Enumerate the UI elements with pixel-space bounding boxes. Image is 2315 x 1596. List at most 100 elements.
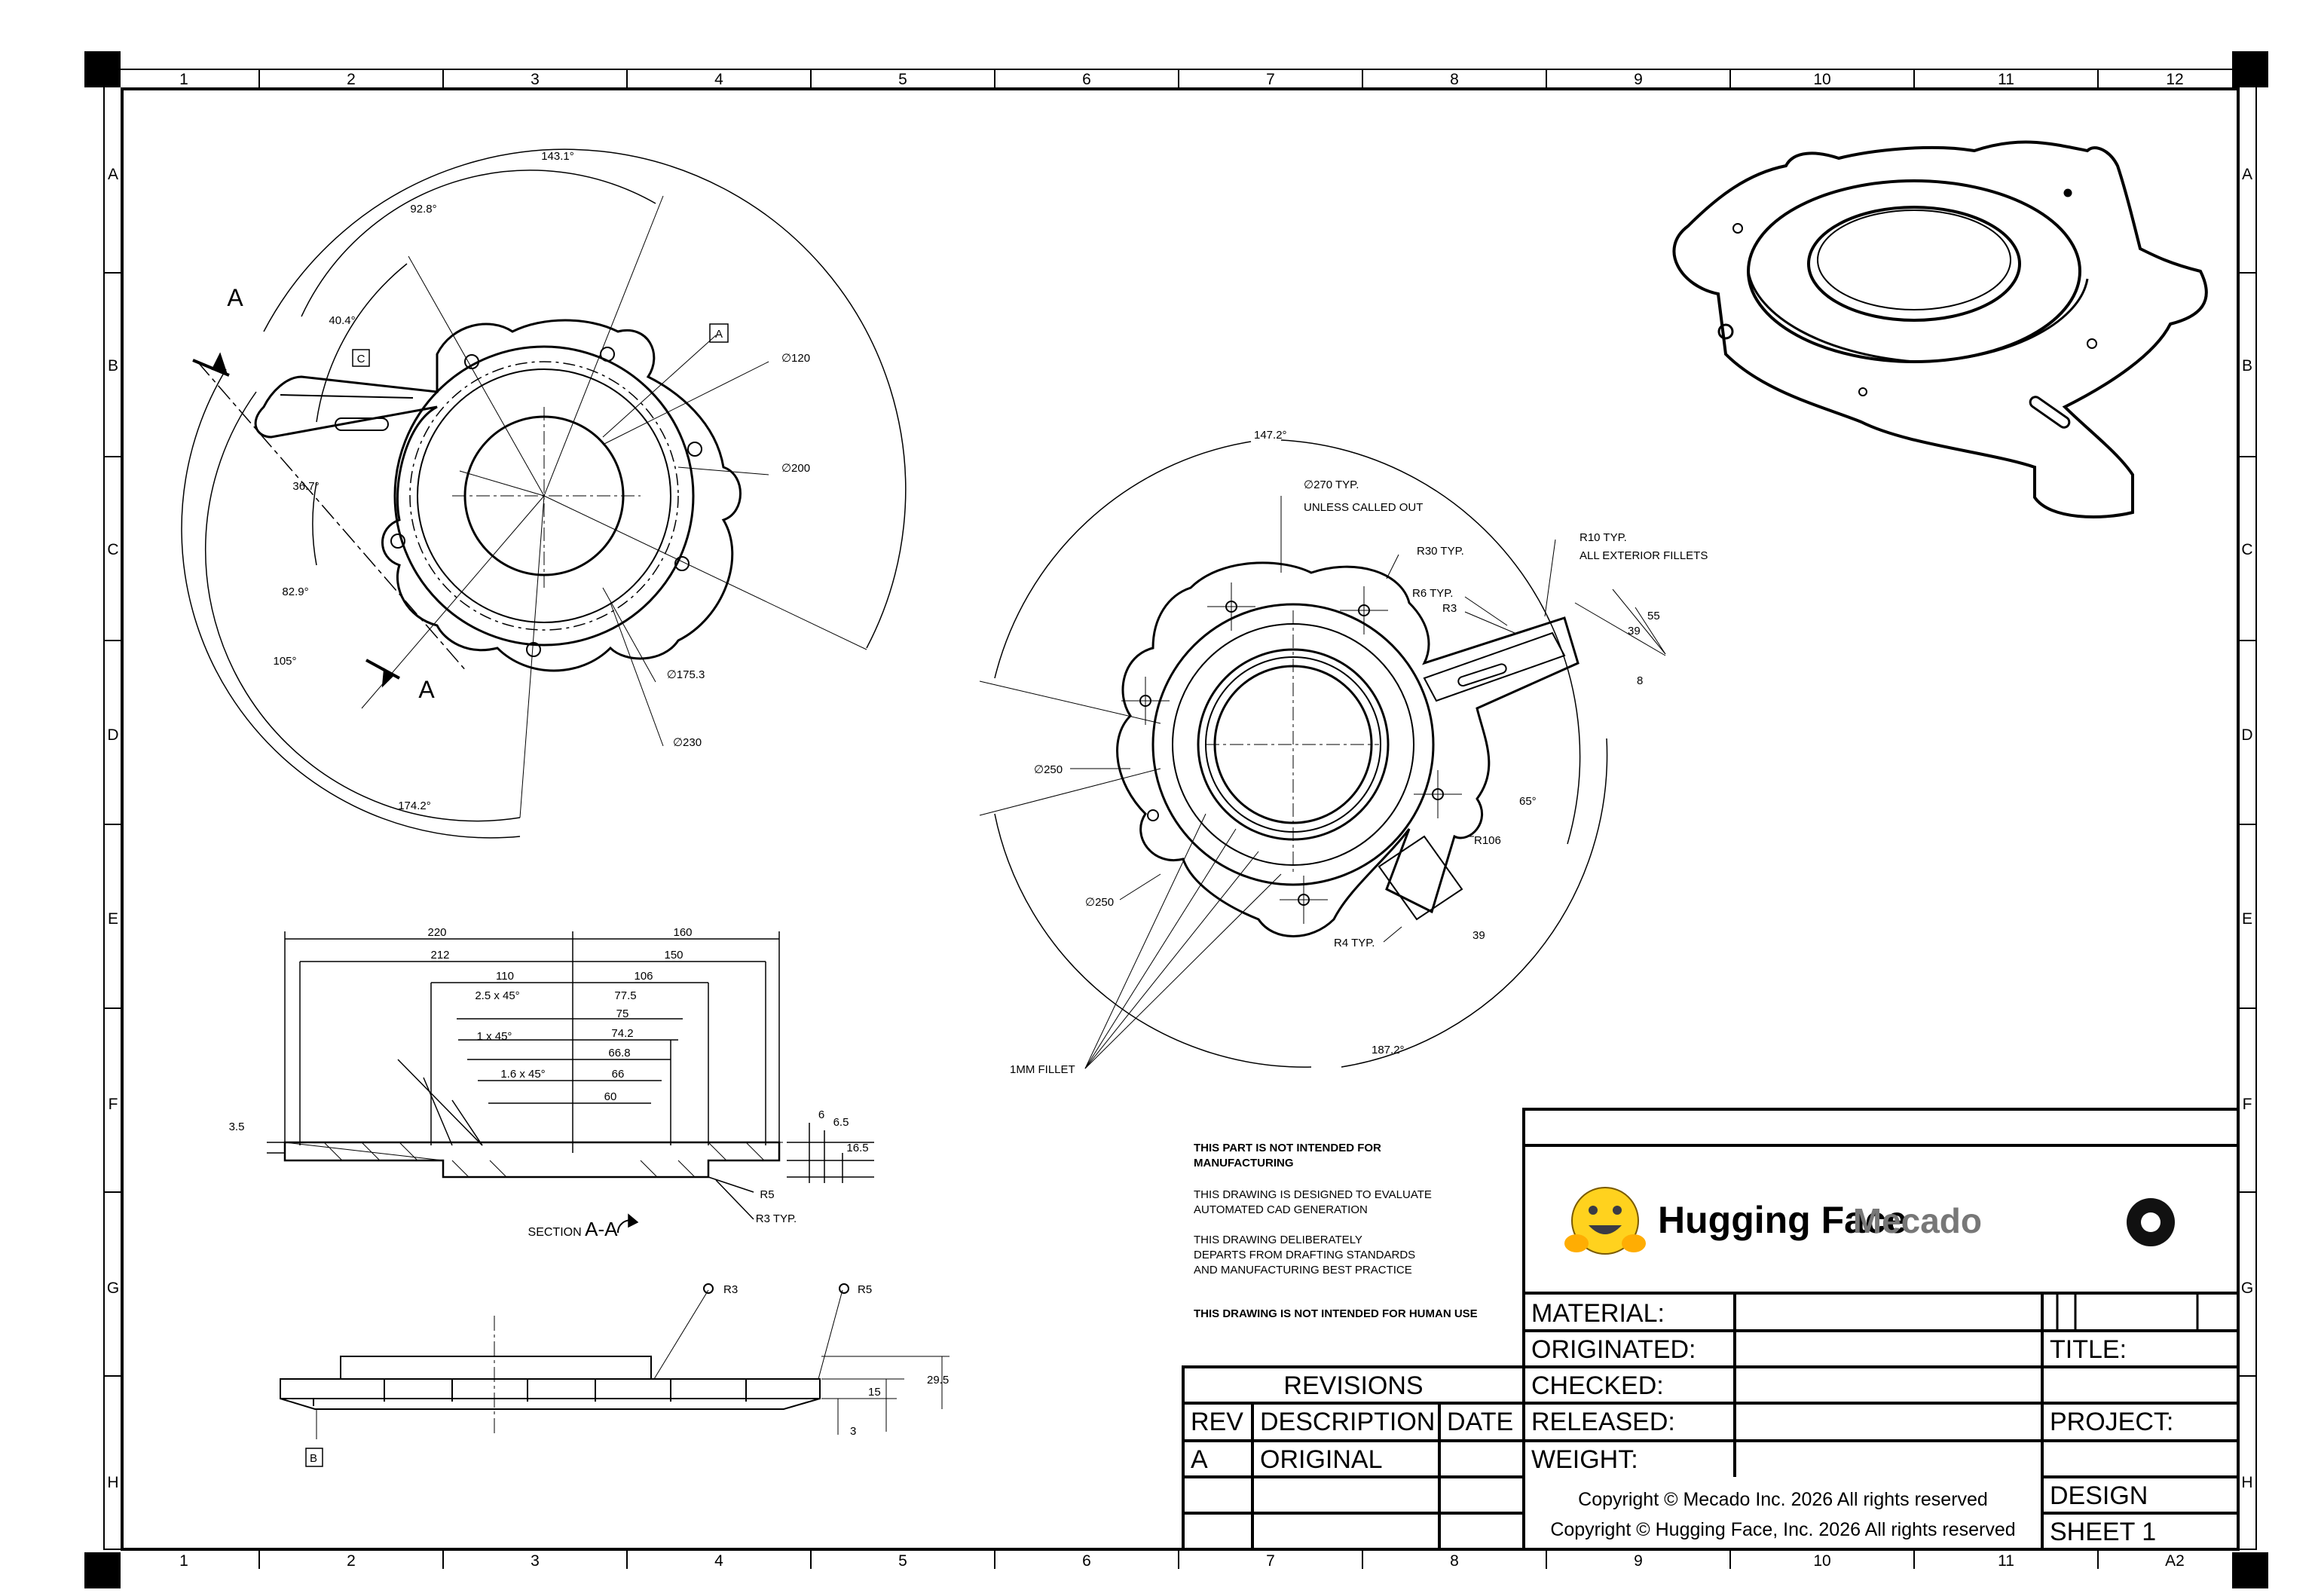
note-fillet: 1MM FILLET [1010,1063,1075,1076]
copyright-mecado: Copyright © Mecado Inc. 2026 All rights … [1578,1489,1988,1510]
col-label: 9 [1634,71,1643,88]
dim-212: 212 [430,949,449,962]
row-label: G [2241,1280,2253,1297]
sheet-label: SHEET 1 [2050,1518,2156,1546]
chamfer-1-6: 1.6 x 45° [500,1068,545,1081]
disclaimer-notes: THIS PART IS NOT INTENDED FOR MANUFACTUR… [1194,1142,1381,1169]
front-view [181,148,907,839]
dim-39a: 39 [1628,625,1641,637]
row-label: H [107,1474,118,1491]
note-r4: R4 TYP. [1334,937,1375,949]
col-label: 1 [179,1552,188,1570]
dim-110: 110 [496,970,514,983]
section-view [267,931,874,1234]
dim-36: 36.7° [292,480,319,493]
copyright-hf: Copyright © Hugging Face, Inc. 2026 All … [1550,1519,2015,1540]
dim-220: 220 [427,926,446,939]
col-label: 8 [1450,71,1459,88]
datum-b: B [310,1452,317,1465]
hugging-face-wordmark: Hugging Face [1658,1199,1907,1241]
angle-65: 65° [1519,795,1537,808]
col-label: 7 [1266,1552,1275,1570]
datum-c: C [357,353,365,365]
col-label: 6 [1082,1552,1091,1570]
weight-label: WEIGHT: [1531,1445,1638,1474]
note-r10: R10 TYP. [1580,531,1627,544]
datum-a: A [715,328,723,341]
col-label: 4 [714,71,723,88]
description-col: DESCRIPTION [1260,1408,1435,1436]
radius-r3: R3 TYP. [756,1212,797,1225]
dim-105: 105° [273,655,296,668]
mecado-logo: Mecado [1853,1198,2175,1246]
col-label: 6 [1082,71,1091,88]
section-caption-letters: A-A [585,1218,618,1240]
dim-3: 3 [850,1425,856,1438]
design-label: DESIGN [2050,1481,2148,1510]
col-label: 9 [1634,1552,1643,1570]
col-label: 1 [179,71,188,88]
dim-6-5: 6.5 [833,1116,849,1129]
row-label: E [108,910,118,928]
col-label: 11 [1998,71,2014,88]
note-r30: R30 TYP. [1417,545,1464,558]
section-caption-prefix: SECTION [528,1226,582,1239]
disclaimer-line: THIS DRAWING DELIBERATELY [1194,1234,1362,1246]
note-r6: R6 TYP. [1412,587,1453,600]
title-block [1182,1108,2240,1551]
col-label: 7 [1266,71,1275,88]
row-label: D [2241,726,2252,744]
section-labels: 220 160 212 150 110 106 77.5 75 74.2 66.… [229,926,869,1240]
rev-value: A [1191,1445,1208,1474]
isometric-view [1672,140,2208,518]
title-block-labels: MATERIAL: ORIGINATED: CHECKED: RELEASED:… [1531,1299,2173,1546]
radius-r5: R5 [760,1188,774,1201]
corner-marks [84,51,2268,1588]
row-label: B [2242,357,2252,375]
chamfer-1: 1 x 45° [477,1030,512,1043]
copyright: Copyright © Mecado Inc. 2026 All rights … [1550,1489,2015,1540]
zone-ticks [104,69,2256,1569]
row-label: H [2241,1474,2252,1491]
dia250-a: ∅250 [1034,763,1063,776]
angle-187: 187.2° [1372,1044,1405,1056]
dia250-b: ∅250 [1085,896,1114,909]
column-labels: 1 2 3 4 5 6 7 8 9 10 11 12 1 2 3 4 5 6 7… [179,71,2185,1570]
released-label: RELEASED: [1531,1408,1675,1436]
front-view-labels: 143.1° 92.8° 40.4° 36.7° 82.9° 105° 174.… [227,150,810,812]
dim-66: 66 [612,1068,625,1081]
row-label: A [2242,166,2252,183]
rev-col: REV [1191,1408,1243,1436]
material-label: MATERIAL: [1531,1299,1665,1328]
section-marker: A [418,676,435,703]
row-label: F [2243,1096,2252,1113]
date-col: DATE [1447,1408,1513,1436]
section-marker: A [227,284,243,311]
dim-dia200: ∅200 [781,462,810,475]
disclaimer-notes-2: THIS DRAWING IS DESIGNED TO EVALUATE AUT… [1194,1188,1432,1276]
dim-74-2: 74.2 [611,1027,633,1040]
row-label: C [2241,541,2252,558]
radius-r106: R106 [1474,834,1501,847]
dim-29-5: 29.5 [927,1374,949,1387]
note-r3: R3 [1442,602,1457,615]
row-label: D [107,726,118,744]
dim-dia230: ∅230 [673,736,702,749]
title-label: TITLE: [2050,1335,2127,1364]
side-view-labels: R3 R5 29.5 15 3 B [310,1283,949,1465]
disclaimer-line: AND MANUFACTURING BEST PRACTICE [1194,1264,1412,1276]
row-label: A [108,166,118,183]
dim-106: 106 [634,970,653,983]
dim-15: 15 [868,1386,881,1399]
col-label: 2 [347,1552,356,1570]
sheet-border [103,69,2257,1551]
dim-60: 60 [604,1090,617,1103]
project-label: PROJECT: [2050,1408,2173,1436]
description-value: ORIGINAL [1260,1445,1382,1474]
dim-55: 55 [1647,610,1660,622]
side-view [280,1283,950,1467]
dim-77-5: 77.5 [614,989,636,1002]
col-label: 8 [1450,1552,1459,1570]
mecado-wordmark: Mecado [1853,1201,1982,1240]
dim-39b: 39 [1472,929,1485,942]
